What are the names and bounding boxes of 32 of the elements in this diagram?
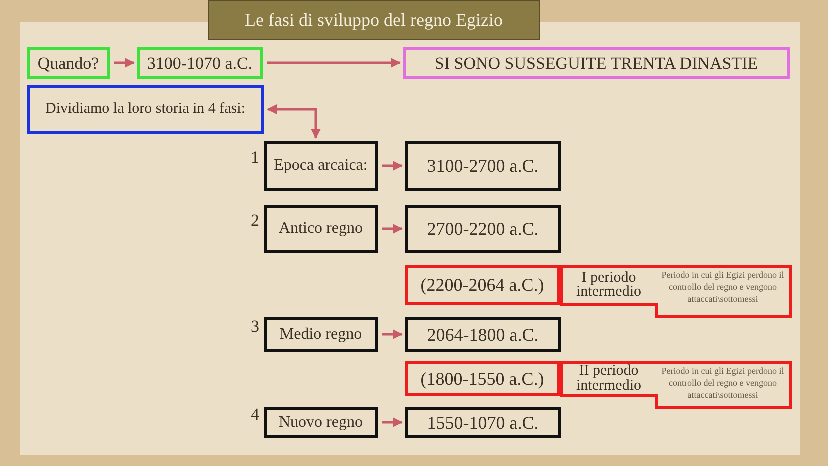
arrow	[382, 161, 403, 171]
text-box: Antico regno	[264, 205, 378, 253]
arrow	[382, 330, 403, 340]
arrow	[382, 418, 403, 428]
text-box: Dividiamo la loro storia in 4 fasi:	[27, 85, 264, 134]
text-box: 2064-1800 a.C.	[405, 317, 561, 352]
arrow	[114, 58, 135, 68]
arrow	[267, 104, 321, 139]
step-number: 2	[251, 211, 260, 231]
text-box: 3100-2700 a.C.	[405, 141, 561, 191]
text-box: (2200-2064 a.C.)	[405, 265, 560, 305]
text-box: Epoca arcaica:	[264, 141, 378, 191]
text-box: Quando?	[27, 47, 110, 79]
arrow	[267, 58, 401, 68]
text-box: (1800-1550 a.C.)	[405, 361, 560, 396]
period-name: II periodo intermedio	[576, 363, 642, 394]
text-box: Nuovo regno	[264, 407, 378, 438]
period-callout	[560, 265, 792, 318]
arrow	[382, 224, 403, 234]
text-box: 3100-1070 a.C.	[137, 47, 263, 79]
period-description: Periodo in cui gli Egizi perdono il controllo del regno e vengono attaccati\sottomessi	[660, 365, 786, 402]
step-number: 4	[251, 404, 260, 424]
text-box: Medio regno	[264, 317, 378, 352]
text-box: 1550-1070 a.C.	[405, 407, 561, 438]
period-callout	[560, 361, 792, 409]
step-number: 1	[251, 148, 260, 168]
period-name: I periodo intermedio	[576, 268, 642, 302]
period-description: Periodo in cui gli Egizi perdono il controllo del regno e vengono attaccati\sottomessi	[660, 269, 786, 306]
step-number: 3	[251, 316, 260, 336]
text-box: SI SONO SUSSEGUITE TRENTA DINASTIE	[403, 47, 790, 79]
title-banner: Le fasi di sviluppo del regno Egizio	[208, 0, 540, 40]
text-box: 2700-2200 a.C.	[405, 205, 561, 253]
